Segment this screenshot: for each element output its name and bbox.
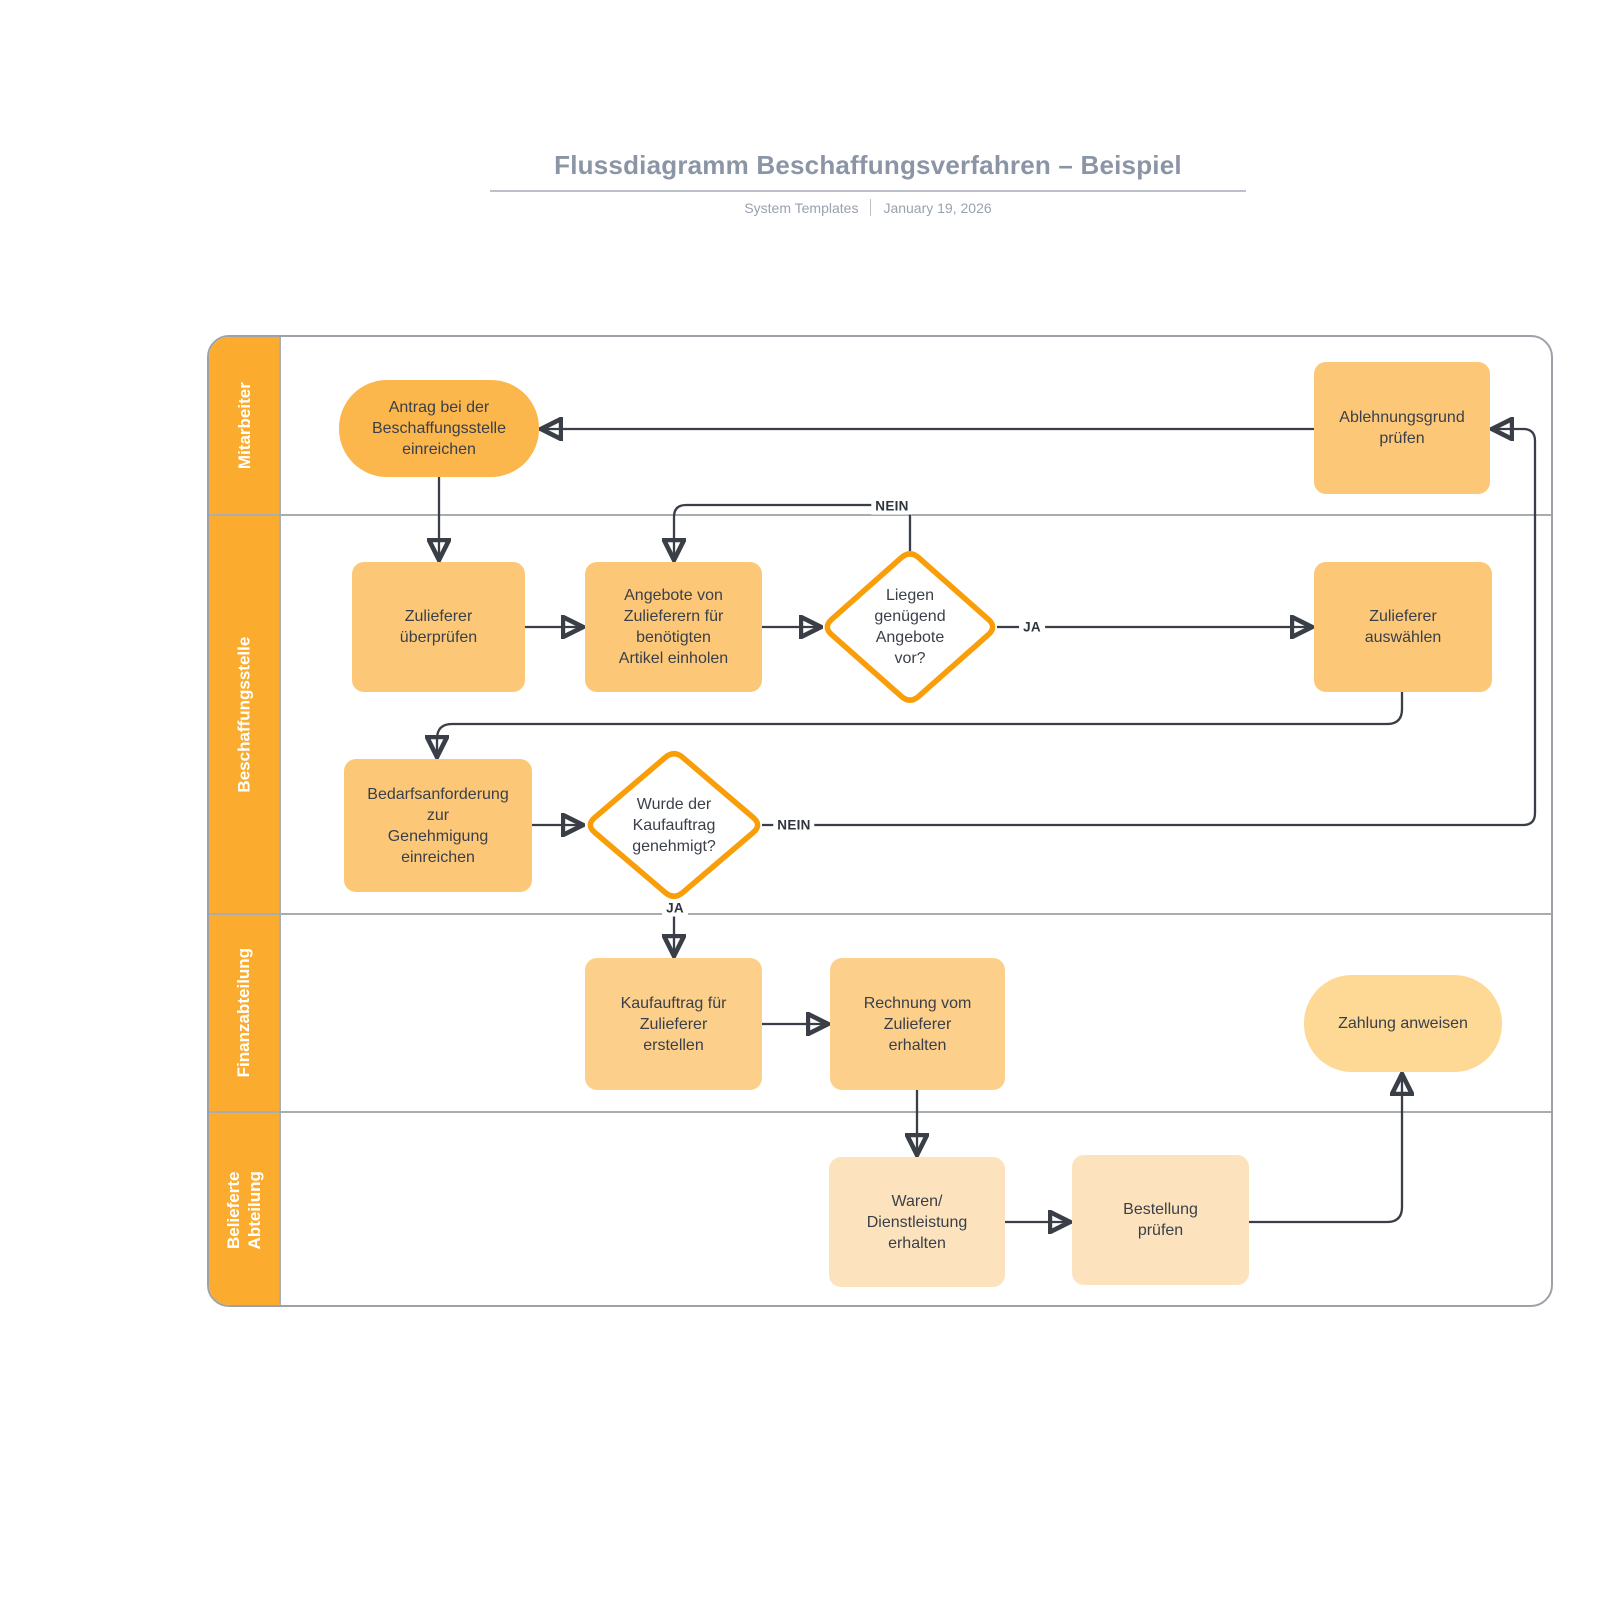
author-label: System Templates: [744, 199, 859, 216]
decision-genehmigt-shape[interactable]: [587, 751, 761, 899]
page-title: Flussdiagramm Beschaffungsverfahren – Be…: [490, 150, 1246, 192]
node-waren-erhalten[interactable]: Waren/ Dienstleistung erhalten: [829, 1157, 1005, 1287]
node-bestellung-pruefen[interactable]: Bestellung prüfen: [1072, 1155, 1249, 1285]
node-decision-genehmigt[interactable]: [582, 746, 766, 904]
node-rechnung-erhalten[interactable]: Rechnung vom Zulieferer erhalten: [830, 958, 1005, 1090]
node-zahlung-anweisen[interactable]: Zahlung anweisen: [1304, 975, 1502, 1072]
node-antrag-einreichen[interactable]: Antrag bei der Beschaffungsstelle einrei…: [339, 380, 539, 477]
connector-bestellung-to-zahlung[interactable]: [1249, 1076, 1402, 1224]
swimlane-container: Mitarbeiter Beschaffungsstelle Finanzabt…: [207, 335, 1553, 1307]
diagram-header: Flussdiagramm Beschaffungsverfahren – Be…: [490, 150, 1246, 216]
node-ablehnungsgrund-pruefen[interactable]: Ablehnungsgrund prüfen: [1314, 362, 1490, 494]
lane-band-belieferte-abteilung[interactable]: Belieferte Abteilung: [209, 1112, 279, 1305]
node-zulieferer-auswaehlen[interactable]: Zulieferer auswählen: [1314, 562, 1492, 692]
lane-label-mitarbeiter: Mitarbeiter: [234, 382, 254, 470]
edge-label-nein-angebote: NEIN: [871, 497, 913, 515]
edge-label-ja-angebote: JA: [1019, 618, 1045, 636]
edge-label-nein-genehmigt: NEIN: [773, 816, 815, 834]
page-subtitle: System Templates January 19, 2026: [490, 199, 1246, 216]
decision-angebote-label: Liegen genügend Angebote vor?: [874, 587, 946, 667]
node-angebote-einholen[interactable]: Angebote von Zulieferern für benötigten …: [585, 562, 762, 692]
node-kaufauftrag-erstellen[interactable]: Kaufauftrag für Zulieferer erstellen: [585, 958, 762, 1090]
decision-genehmigt-label: Wurde der Kaufauftrag genehmigt?: [632, 795, 716, 855]
node-bedarfsanforderung[interactable]: Bedarfsanforderung zur Genehmigung einre…: [344, 759, 532, 892]
lane-band-border: [279, 337, 281, 1305]
lane-label-beschaffungsstelle: Beschaffungsstelle: [234, 636, 254, 793]
subtitle-divider: [870, 199, 872, 216]
date-label: January 19, 2026: [883, 199, 992, 216]
lane-band-mitarbeiter[interactable]: Mitarbeiter: [209, 337, 279, 515]
lane-label-belieferte-abteilung: Belieferte Abteilung: [223, 1171, 265, 1250]
lane-band-beschaffungsstelle[interactable]: Beschaffungsstelle: [209, 515, 279, 914]
lane-band-finanzabteilung[interactable]: Finanzabteilung: [209, 914, 279, 1112]
decision-angebote-shape[interactable]: [824, 551, 996, 703]
lane-divider-3: [209, 1111, 1551, 1113]
node-zulieferer-ueberpruefen[interactable]: Zulieferer überprüfen: [352, 562, 525, 692]
lane-label-finanzabteilung: Finanzabteilung: [234, 948, 254, 1078]
edge-label-ja-genehmigt: JA: [662, 899, 688, 917]
node-decision-angebote[interactable]: [819, 546, 1001, 708]
lane-divider-2: [209, 913, 1551, 915]
